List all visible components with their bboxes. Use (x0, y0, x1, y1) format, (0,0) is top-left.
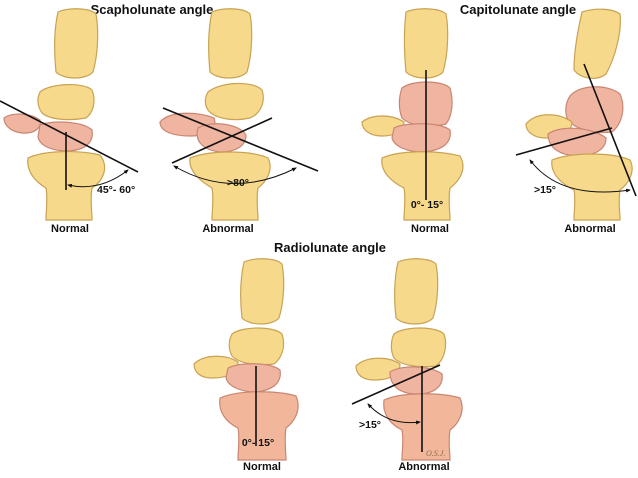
angle-label: 45°- 60° (97, 184, 135, 196)
lunate-bone (391, 123, 451, 153)
panel-scapholunate-abnormal: >80° Abnormal (159, 8, 319, 235)
lunate-bone (225, 363, 281, 393)
metacarpal-bone (208, 8, 253, 79)
title-radiolunate: Radiolunate angle (274, 240, 386, 255)
title-scapholunate: Scapholunate angle (91, 2, 214, 17)
angle-arc (173, 165, 297, 184)
caption-normal: Normal (411, 223, 449, 235)
radius-bone (383, 393, 463, 461)
title-capitolunate: Capitolunate angle (460, 2, 576, 17)
lunate-bone (37, 121, 93, 152)
panel-capitolunate-abnormal: >15° Abnormal (515, 8, 637, 235)
lunate-axis-line (171, 117, 273, 164)
caption-normal: Normal (51, 223, 89, 235)
angle-label: >15° (534, 184, 556, 196)
lunate-axis-line (351, 364, 441, 405)
angle-label: >80° (227, 177, 249, 189)
panel-capitolunate-normal: 0°- 15° Normal (361, 8, 464, 235)
panel-radiolunate-normal: 0°- 15° Normal (193, 258, 299, 473)
capitate-bone (228, 327, 285, 366)
angle-label: 0°- 15° (242, 437, 274, 449)
metacarpal-bone (394, 258, 439, 325)
metacarpal-bone (573, 8, 621, 79)
caption-abnormal: Abnormal (564, 223, 615, 235)
scaphoid-bone (3, 113, 41, 134)
caption-normal: Normal (243, 461, 281, 473)
artist-signature: O.S.J. (426, 449, 445, 458)
radius-bone (381, 151, 464, 221)
capitate-bone (390, 327, 447, 368)
radius-bone (551, 153, 633, 221)
angle-label: >15° (359, 419, 381, 431)
angle-arc (367, 403, 421, 425)
capitate-bone (204, 82, 264, 121)
caption-abnormal: Abnormal (202, 223, 253, 235)
panel-scapholunate-normal: 45°- 60° Normal (0, 8, 139, 235)
capitate-bone (37, 84, 95, 121)
metacarpal-bone (240, 258, 285, 325)
scaphoid-axis-line (162, 107, 319, 172)
lunate-axis-line (515, 127, 613, 156)
metacarpal-bone (403, 8, 449, 79)
angle-arc (529, 159, 631, 193)
caption-abnormal: Abnormal (398, 461, 449, 473)
radius-bone (219, 391, 299, 461)
capitate-bone (565, 86, 624, 134)
lunate-bone (547, 127, 607, 157)
lunate-bone (196, 123, 247, 153)
angle-arc (67, 169, 129, 188)
scaphoid-axis-line (0, 100, 139, 173)
metacarpal-bone (54, 8, 99, 79)
panel-radiolunate-abnormal: >15° O.S.J. Abnormal (351, 258, 463, 473)
angle-label: 0°- 15° (411, 199, 443, 211)
lunate-bone (389, 366, 443, 395)
